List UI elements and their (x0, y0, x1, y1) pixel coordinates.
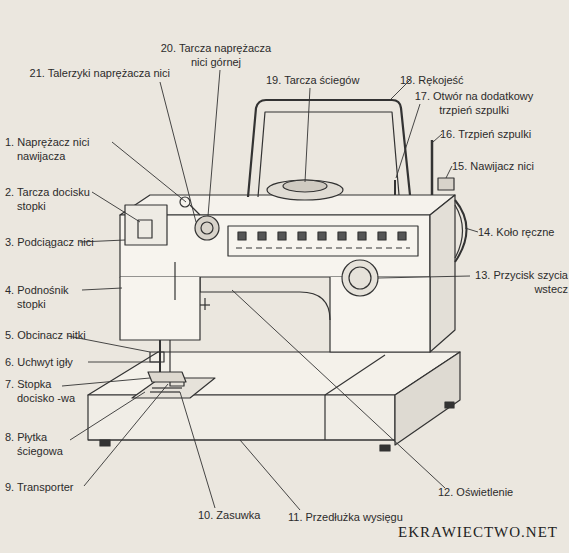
stitch-panel-part (338, 232, 346, 240)
spool-pins-part (438, 178, 454, 190)
leader-lines-part (305, 88, 310, 182)
watermark: EKRAWIECTWO.NET (398, 525, 568, 539)
base (88, 352, 460, 451)
presser-foot-part (150, 352, 164, 362)
part-label: 9. Transporter (5, 480, 117, 494)
base-part (324, 395, 325, 440)
stitch-panel-part (398, 232, 406, 240)
presser-foot (148, 340, 186, 382)
part-label: 11. Przedłużka wysięgu (288, 510, 438, 524)
machine-body-part (125, 205, 167, 245)
stitch-dial-part (267, 180, 343, 200)
leader-lines-part (62, 378, 150, 386)
tension-dial-part (190, 205, 200, 215)
leader-lines (62, 70, 478, 510)
part-label: 1. Naprężacz nici nawijacza (5, 135, 125, 163)
spool-pins-part (431, 140, 434, 195)
part-label: 10. Zasuwka (198, 508, 288, 522)
part-label: 18. Rękojeść (400, 73, 490, 87)
base-part (380, 445, 390, 451)
stitch-panel-part (378, 232, 386, 240)
tension-dial-part (195, 216, 219, 240)
part-label: 4. Podnośnik stopki (5, 283, 99, 311)
part-label: 21. Talerzyki naprężacza nici (22, 66, 170, 80)
part-label: 17. Otwór na dodatkowy trzpień szpulki (405, 89, 543, 117)
machine-body-part (430, 195, 455, 352)
presser-foot-part (159, 340, 161, 372)
leader-lines-part (92, 192, 140, 222)
base-part (325, 355, 385, 395)
part-label: 16. Trzpień szpulki (440, 127, 565, 141)
leader-lines-part (160, 82, 196, 222)
spool-pins-part (394, 180, 396, 195)
machine-body-part (200, 304, 210, 305)
part-label: 13. Przycisk szycia wstecz (458, 268, 568, 296)
handwheel (455, 200, 467, 262)
needle-plate-part (150, 391, 180, 392)
base-part (88, 439, 395, 440)
stitch-panel-part (278, 232, 286, 240)
base-part (445, 402, 454, 408)
handwheel-part (455, 205, 463, 258)
machine-body-part (174, 262, 175, 300)
reverse-button (342, 260, 378, 296)
machine-body-part (120, 277, 200, 340)
leader-lines-part (232, 290, 445, 488)
stitch-panel-part (238, 232, 246, 240)
stitch-panel-part (236, 247, 410, 248)
part-label: 6. Uchwyt igły (5, 355, 117, 369)
leader-lines-part (82, 288, 122, 290)
stitch-panel-part (228, 226, 418, 256)
tension-dial-part (201, 222, 213, 234)
leader-lines-part (378, 276, 470, 278)
part-label: 15. Nawijacz nici (452, 159, 564, 173)
machine-body-part (138, 220, 152, 238)
part-label: 19. Tarcza ściegów (266, 73, 384, 87)
leader-lines-part (112, 142, 186, 202)
part-label: 14. Koło ręczne (478, 225, 568, 239)
stitch-panel-part (318, 232, 326, 240)
needle-plate-part (152, 387, 182, 388)
spool-pins (395, 140, 454, 195)
leader-lines-part (465, 228, 478, 232)
leader-lines-part (84, 384, 168, 486)
part-label: 2. Tarcza docisku stopki (5, 185, 117, 213)
machine-body (120, 195, 455, 352)
leader-lines-part (208, 70, 220, 216)
machine-body-part (200, 277, 330, 320)
part-label: 5. Obcinacz nitki (5, 328, 87, 342)
part-label: 20. Tarcza naprężacza nici górnej (152, 41, 280, 69)
stitch-panel-part (358, 232, 366, 240)
leader-lines-part (240, 440, 300, 510)
part-label: 8. Płytka ściegowa (5, 430, 83, 458)
stitch-panel (228, 226, 418, 256)
leader-lines-part (396, 104, 420, 178)
base-part (100, 440, 110, 446)
leader-lines-part (88, 362, 160, 363)
presser-foot-part (148, 372, 186, 382)
part-label: 3. Podciągacz nici (5, 235, 97, 249)
leader-lines-part (180, 392, 215, 508)
handwheel-part (455, 200, 467, 262)
part-label: 7. Stopka docisko -wa (5, 377, 77, 405)
stitch-panel-part (298, 232, 306, 240)
leader-lines-part (70, 392, 145, 440)
base-part (395, 352, 460, 445)
stitch-panel-part (258, 232, 266, 240)
base-part (88, 395, 395, 440)
machine-body-part (204, 298, 205, 310)
part-label: 12. Oświetlenie (438, 485, 548, 499)
stitch-dial (267, 180, 343, 200)
reverse-button-part (349, 267, 371, 289)
leader-lines-part (446, 166, 452, 178)
reverse-button-part (342, 260, 378, 296)
tension-dial (180, 197, 219, 240)
